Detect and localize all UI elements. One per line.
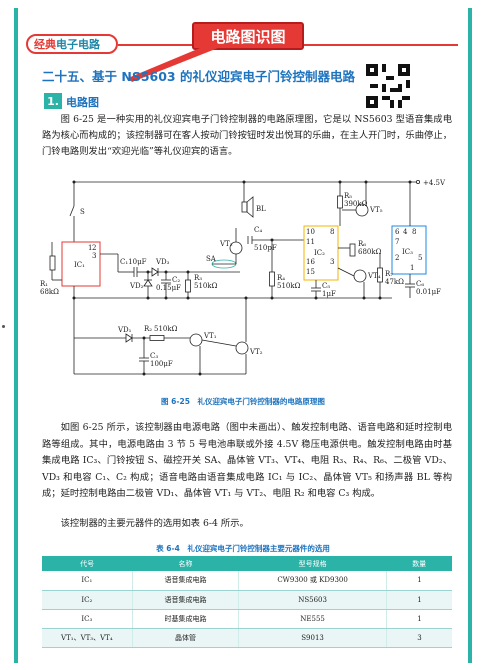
pin-ic2-15: 15 <box>306 268 315 276</box>
pin-ic3-7: 7 <box>395 238 399 246</box>
label-ic3: IC₃ <box>402 248 413 256</box>
label-r5-value: 390kΩ <box>344 200 368 208</box>
pin-ic1-3: 3 <box>92 252 96 260</box>
label-vd1: VD₁ <box>117 326 132 334</box>
table-row: VT₁、VT₃、VT₄ 晶体管 S9013 3 <box>42 628 452 648</box>
pin-ic2-8: 8 <box>330 228 334 236</box>
table-cell: CW9300 或 KD9300 <box>238 571 387 591</box>
label-vt4: VT₄ <box>367 272 381 280</box>
label-vt5: VT₅ <box>369 206 383 214</box>
label-vt2: VT₂ <box>249 348 263 356</box>
pin-ic3-6: 6 <box>395 228 400 236</box>
circuit-diagram: +4.5V S BL SA IC₁ IC₂ IC₃ R₁ 68kΩ R₂ 510… <box>40 179 446 376</box>
pin-ic2-3: 3 <box>330 258 334 266</box>
label-r2: R₂ <box>144 325 152 333</box>
label-c2-value: 0.15μF <box>156 284 181 292</box>
qr-code-icon[interactable] <box>366 64 410 108</box>
table-header-name: 名称 <box>132 556 239 571</box>
label-vt1: VT₁ <box>203 332 217 340</box>
components-table: 代号 名称 型号规格 数量 IC₁ 语音集成电路 CW9300 或 KD9300… <box>42 556 452 648</box>
label-c4-value: 510pF <box>254 244 277 252</box>
label-bl: BL <box>256 205 266 213</box>
label-sa: SA <box>206 255 217 263</box>
subsection-title: 电路图 <box>66 96 99 109</box>
label-r2-value: 510kΩ <box>154 325 178 333</box>
label-vd2: VD₂ <box>129 282 144 290</box>
pin-ic3-5: 5 <box>418 254 422 262</box>
table-row: IC₁ 语音集成电路 CW9300 或 KD9300 1 <box>42 571 452 591</box>
label-r3-value: 510kΩ <box>194 282 218 290</box>
pin-ic2-11: 11 <box>306 238 315 246</box>
label-r6: R₆ <box>358 240 366 248</box>
table-intro-paragraph: 该控制器的主要元器件的选用如表 6-4 所示。 <box>60 518 249 529</box>
table-cell: 1 <box>386 590 452 610</box>
edge-mark <box>2 325 5 328</box>
table-header-code: 代号 <box>42 556 133 571</box>
label-r7: R₇ <box>385 270 393 278</box>
table-cell: 1 <box>386 571 452 591</box>
label-vd3: VD₃ <box>155 258 170 266</box>
pin-ic2-10: 10 <box>306 228 315 236</box>
label-r4: R₄ <box>277 274 285 282</box>
table-cell: 晶体管 <box>132 628 240 648</box>
subsection-number: 1. <box>44 93 62 109</box>
table-cell: S9013 <box>238 628 387 648</box>
figure-caption: 图 6-25 礼仪迎宾电子门铃控制器的电路原理图 <box>161 397 325 406</box>
label-r1: R₁ <box>40 280 48 288</box>
pin-ic3-4: 4 <box>403 228 408 236</box>
badge-red-text: 经典 <box>34 38 56 51</box>
label-ic1: IC₁ <box>74 261 85 269</box>
table-cell: 1 <box>386 609 452 629</box>
book-badge: 经典电子电路 <box>26 34 118 54</box>
pin-ic3-8: 8 <box>412 228 416 236</box>
label-c6-value: 0.01μF <box>416 288 441 296</box>
table-cell: IC₂ <box>42 590 133 610</box>
intro-paragraph: 图 6-25 是一种实用的礼仪迎宾电子门铃控制器的电路原理图，它是以 NS560… <box>42 114 452 157</box>
label-c5-value: 1μF <box>322 290 336 298</box>
pin-ic3-1: 1 <box>410 264 414 272</box>
label-r7-value: 47kΩ <box>385 278 404 286</box>
book-page <box>14 8 472 663</box>
label-r6-value: 680kΩ <box>358 248 382 256</box>
label-c6: C₆ <box>416 280 424 288</box>
table-cell: 语音集成电路 <box>132 571 240 591</box>
description-paragraph: 如图 6-25 所示，该控制器由电源电路（图中未画出）、触发控制电路、语音电路和… <box>42 422 452 499</box>
table-cell: VT₁、VT₃、VT₄ <box>42 628 133 648</box>
badge-rest-text: 电子电路 <box>56 38 100 51</box>
label-c5: C₅ <box>322 282 330 290</box>
table-cell: 3 <box>386 628 452 648</box>
label-r5: R₅ <box>344 192 352 200</box>
table-cell: 语音集成电路 <box>132 590 240 610</box>
label-vt3: VT₃ <box>219 240 233 248</box>
table-row: IC₂ 语音集成电路 NS5603 1 <box>42 590 452 610</box>
label-c3: C₃ <box>150 352 158 360</box>
table-cell: NE555 <box>238 609 387 629</box>
pin-ic1-1: 1 <box>88 244 92 252</box>
label-c3-value: 100μF <box>150 360 173 368</box>
label-c1: C₁10μF <box>120 258 147 266</box>
label-r3: R₃ <box>194 274 202 282</box>
table-row: IC₃ 时基集成电路 NE555 1 <box>42 609 452 629</box>
label-r1-value: 68kΩ <box>40 288 59 296</box>
table-cell: IC₁ <box>42 571 133 591</box>
label-s: S <box>80 208 85 216</box>
label-ic2: IC₂ <box>314 249 325 257</box>
annotation-callout: 电路图识图 <box>192 22 304 50</box>
pin-ic3-2: 2 <box>395 254 399 262</box>
table-cell: 时基集成电路 <box>132 609 240 629</box>
label-r4-value: 510kΩ <box>277 282 301 290</box>
label-vcc: +4.5V <box>423 179 446 187</box>
table-header-model: 型号规格 <box>238 556 387 571</box>
table-cell: NS5603 <box>238 590 387 610</box>
section-title: 二十五、基于 NS5603 的礼仪迎宾电子门铃控制器电路 <box>42 69 355 84</box>
pin-ic1-2: 2 <box>92 244 96 252</box>
table-header-qty: 数量 <box>386 556 452 571</box>
label-c2: C₂ <box>172 276 180 284</box>
pin-ic2-16: 16 <box>306 258 315 266</box>
table-caption: 表 6-4 礼仪迎宾电子门铃控制器主要元器件的选用 <box>156 544 330 553</box>
label-c4: C₄ <box>254 226 262 234</box>
table-cell: IC₃ <box>42 609 133 629</box>
